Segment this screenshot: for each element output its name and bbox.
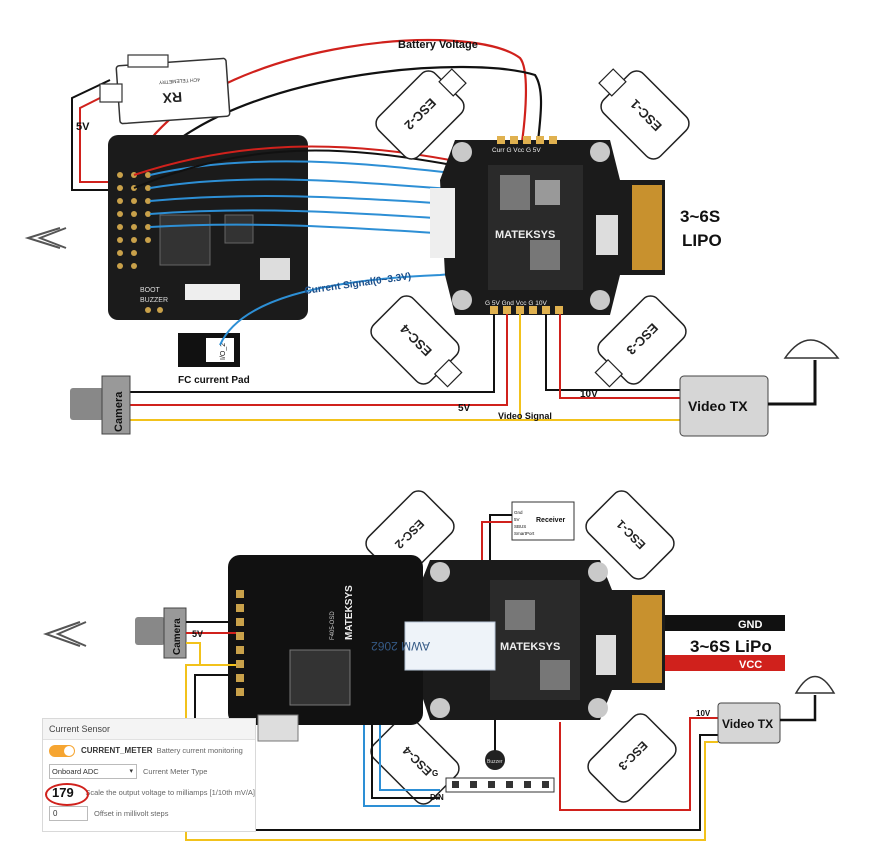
highlight-circle (45, 783, 89, 806)
rx-telemetry-label: 4CH TELEMETRY (158, 76, 200, 85)
panel-title: Current Sensor (43, 719, 255, 740)
flight-controller-bottom: MATEKSYS F405-OSD (228, 555, 423, 742)
pdb-brand-top: MATEKSYS (495, 229, 555, 241)
antenna-icon (783, 339, 840, 359)
din-label: DIN (430, 793, 444, 802)
vcc-label: VCC (739, 659, 762, 671)
receiver-pin-sbus: SBUS (514, 524, 526, 529)
buzzer-icon: Buzzer (485, 720, 505, 770)
video-tx-bottom: Video TX (717, 695, 817, 744)
current-signal-label: Current Signal(0~3.3V) (304, 271, 412, 297)
current-meter-row: CURRENT_METER Battery current monitoring (43, 740, 255, 761)
offset-desc: Offset in millivolt steps (94, 809, 169, 818)
fc-model: F405-OSD (330, 611, 336, 640)
receiver-pin-5v: 5V (514, 517, 520, 522)
flight-controller-top: BOOT BUZZER (108, 135, 308, 320)
fc-brand: MATEKSYS (344, 585, 355, 640)
offset-row: 0 Offset in millivolt steps (43, 803, 255, 824)
rx-label: RX (161, 89, 182, 106)
meter-type-row: Onboard ADC ▾ Current Meter Type (43, 761, 255, 782)
fc-current-pad-label: FC current Pad (178, 375, 250, 386)
meter-type-label: Current Meter Type (143, 767, 208, 776)
rx-module: RX 4CH TELEMETRY (99, 54, 231, 125)
pad-label: I/O_2 (220, 343, 227, 360)
current-meter-toggle[interactable] (49, 744, 75, 757)
antenna-icon-bottom (794, 675, 836, 694)
led-strip (445, 777, 555, 793)
arrow-left-icon-bottom (42, 621, 87, 647)
video-signal-label: Video Signal (498, 411, 552, 421)
bottom-video-tx-label: Video TX (722, 717, 773, 731)
offset-input[interactable]: 0 (49, 806, 88, 821)
lipo-line1: 3~6S (680, 207, 720, 226)
ribbon-cable: AWM 2062 (371, 621, 496, 671)
top-camera-label: Camera (113, 391, 125, 432)
bottom-camera-label: Camera (172, 618, 183, 655)
camera-icon: Camera (70, 375, 131, 435)
bottom-10v-label: 10V (696, 709, 711, 718)
lipo-line2: LIPO (682, 231, 722, 250)
buzzer-label: BUZZER (140, 297, 168, 304)
top-video-tx-label: Video TX (688, 398, 748, 414)
current-sensor-panel: Current Sensor CURRENT_METER Battery cur… (42, 718, 256, 832)
g-label: G (432, 769, 438, 778)
pdb-top: MATEKSYS Curr G Vcc G 5V G 5V Gnd Vcc G … (430, 136, 665, 315)
arrow-left-icon (24, 227, 67, 249)
buzzer-label: Buzzer (487, 759, 503, 765)
gnd-label: GND (738, 619, 763, 631)
cable-text: AWM 2062 (371, 639, 430, 653)
top-5v-bottom-label: 5V (458, 403, 471, 414)
esc-arms-top: ESC-2 ESC-1 ESC-4 ESC-3 (370, 68, 690, 388)
receiver-module: Receiver Gnd 5V SBUS SmartPort (511, 501, 575, 541)
meter-type-value: Onboard ADC (52, 767, 99, 776)
pdb-pins-bottom: G 5V Gnd Vcc G 10V (485, 300, 547, 307)
camera-icon-bottom: Camera (135, 607, 187, 659)
meter-type-select[interactable]: Onboard ADC ▾ (49, 764, 137, 779)
scale-row: 179 Scale the output voltage to milliamp… (43, 782, 255, 806)
video-tx-top: Video TX (679, 360, 817, 437)
pdb-bottom: MATEKSYS (418, 560, 665, 720)
fc-current-pad: I/O_2 FC current Pad (178, 333, 250, 386)
pdb-pins-top: Curr G Vcc G 5V (492, 147, 541, 154)
bottom-5v-label: 5V (192, 629, 203, 639)
receiver-pin-smartport: SmartPort (514, 531, 535, 536)
current-meter-label: CURRENT_METER (81, 746, 153, 755)
receiver-label: Receiver (536, 517, 565, 524)
bottom-lipo-label: 3~6S LiPo (690, 637, 772, 656)
scale-desc: Scale the output voltage to milliamps [1… (85, 788, 255, 797)
bottom-pdb-brand: MATEKSYS (500, 641, 560, 653)
battery-voltage-label: Battery Voltage (398, 39, 478, 51)
chevron-down-icon: ▾ (129, 768, 133, 775)
top-10v-label: 10V (580, 389, 598, 400)
receiver-pin-gnd: Gnd (514, 510, 523, 515)
top-diagram: RX 4CH TELEMETRY BOOT BUZZER I/O_2 FC c (24, 39, 840, 437)
top-5v-left-label: 5V (76, 121, 90, 133)
bottom-diagram: Receiver Gnd 5V SBUS SmartPort GND 3~6S … (42, 490, 836, 841)
boot-label: BOOT (140, 287, 161, 294)
current-meter-desc: Battery current monitoring (156, 746, 243, 755)
